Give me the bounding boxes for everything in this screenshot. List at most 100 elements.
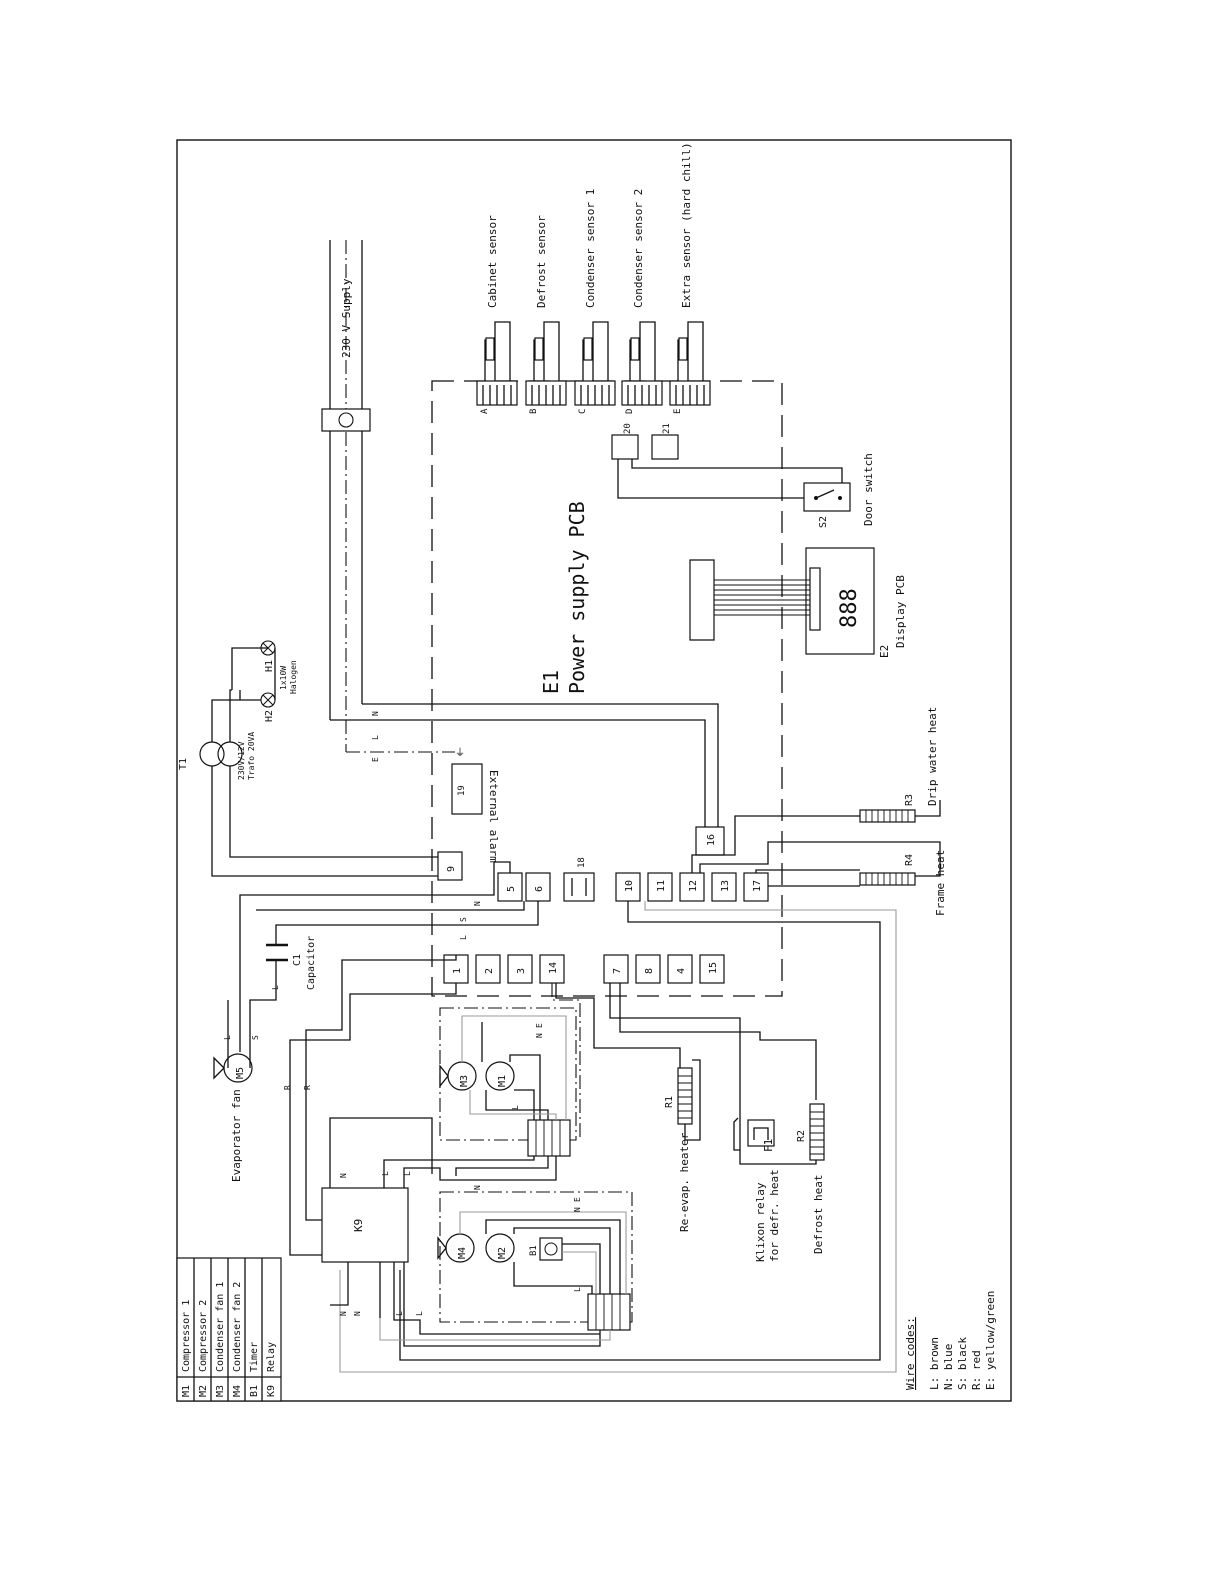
svg-text:Extra sensor (hard chill): Extra sensor (hard chill) bbox=[680, 142, 693, 308]
compressor-group-1: M3 M1 N E L bbox=[439, 1007, 577, 1157]
legend-row: M2 Compressor 2 bbox=[198, 1300, 209, 1397]
heater-r4: R4 Frame heat bbox=[699, 841, 947, 916]
heater-r2: R2 Defrost heat bbox=[796, 1103, 825, 1254]
capacitor: C1 Capacitor L bbox=[249, 901, 539, 1068]
svg-text:11: 11 bbox=[656, 880, 667, 892]
svg-text:M3: M3 bbox=[459, 1075, 470, 1087]
svg-text:M4: M4 bbox=[232, 1385, 243, 1397]
svg-text:M1: M1 bbox=[181, 1385, 192, 1397]
svg-text:E: E bbox=[673, 409, 683, 414]
svg-text:Cabinet sensor: Cabinet sensor bbox=[486, 215, 499, 308]
svg-text:R: R bbox=[283, 1085, 292, 1090]
display-digits: 888 bbox=[837, 588, 862, 628]
svg-text:L: L bbox=[459, 935, 468, 940]
svg-text:4: 4 bbox=[676, 968, 687, 974]
sensor-condenser-1: C Condenser sensor 1 bbox=[574, 189, 616, 414]
svg-text:R2: R2 bbox=[796, 1130, 807, 1142]
supply-lines: ⏚ 230 V Supply N L E bbox=[321, 240, 719, 828]
svg-text:C1: C1 bbox=[292, 954, 303, 966]
svg-text:Evaporator fan: Evaporator fan bbox=[230, 1089, 243, 1182]
svg-text:B1: B1 bbox=[249, 1385, 260, 1397]
svg-text:D: D bbox=[625, 409, 635, 414]
heater-r3: R3 Drip water heat bbox=[691, 707, 941, 873]
svg-text:N: N bbox=[353, 1311, 362, 1316]
svg-text:230V/12V: 230V/12V bbox=[237, 741, 246, 780]
svg-text:Display PCB: Display PCB bbox=[894, 575, 907, 648]
svg-text:9: 9 bbox=[446, 866, 457, 872]
svg-text:16: 16 bbox=[706, 834, 717, 846]
svg-text:Halogen: Halogen bbox=[289, 660, 298, 694]
svg-text:Trafo 20VA: Trafo 20VA bbox=[247, 732, 256, 780]
klixon-f1: F1 Klixon relay for defr. heat bbox=[733, 1117, 817, 1262]
svg-text:L: L bbox=[223, 1035, 232, 1040]
legend-table: M1 Compressor 1 M2 Compressor 2 M3 Conde… bbox=[176, 1257, 282, 1402]
svg-text:K9: K9 bbox=[352, 1219, 365, 1232]
svg-text:C: C bbox=[578, 409, 588, 414]
earth-symbol: ⏚ bbox=[455, 747, 465, 759]
svg-text:Frame heat: Frame heat bbox=[934, 850, 947, 916]
svg-text:S: S bbox=[251, 1035, 260, 1040]
svg-text:Re-evap. heater: Re-evap. heater bbox=[678, 1132, 691, 1232]
svg-text:E2: E2 bbox=[878, 645, 891, 658]
svg-text:2: 2 bbox=[484, 968, 495, 974]
sensor-group: A Cabinet sensor B Defrost sensor C Cond… bbox=[476, 142, 711, 414]
compressor-group-2: M4 M2 B1 N L N E bbox=[437, 1185, 633, 1331]
svg-text:1x10W: 1x10W bbox=[279, 666, 288, 690]
pcb-title: Power supply PCB bbox=[565, 501, 589, 694]
svg-text:T1: T1 bbox=[178, 758, 189, 770]
svg-text:Defrost heat: Defrost heat bbox=[812, 1175, 825, 1254]
sensor-cabinet: A Cabinet sensor bbox=[476, 215, 518, 414]
svg-text:N: N bbox=[535, 1033, 544, 1038]
drawing-frame bbox=[176, 139, 1012, 1402]
svg-text:N: N bbox=[339, 1311, 348, 1316]
svg-text:M3: M3 bbox=[215, 1385, 226, 1397]
svg-text:21: 21 bbox=[662, 423, 672, 434]
svg-text:Capacitor: Capacitor bbox=[306, 936, 317, 990]
svg-text:Compressor 1: Compressor 1 bbox=[181, 1300, 192, 1372]
svg-text:M5: M5 bbox=[235, 1067, 246, 1079]
svg-text:14: 14 bbox=[548, 962, 559, 974]
svg-text:8: 8 bbox=[644, 968, 655, 974]
svg-text:Timer: Timer bbox=[249, 1342, 260, 1372]
svg-text:20: 20 bbox=[623, 423, 633, 434]
svg-text:M2: M2 bbox=[497, 1247, 508, 1259]
svg-text:N: N bbox=[339, 1173, 348, 1178]
svg-text:S: S bbox=[459, 917, 468, 922]
svg-text:L: L bbox=[395, 1311, 404, 1316]
svg-text:18: 18 bbox=[577, 857, 587, 868]
legend-row: K9 Relay bbox=[266, 1342, 277, 1397]
svg-text:Klixon relay: Klixon relay bbox=[754, 1182, 767, 1262]
svg-text:Condenser sensor 2: Condenser sensor 2 bbox=[632, 189, 645, 308]
lamps: H1 H2 1x10W Halogen bbox=[231, 640, 298, 722]
svg-text:N: N bbox=[473, 1185, 482, 1190]
svg-text:L: brown: L: brown bbox=[928, 1337, 941, 1390]
svg-text:5: 5 bbox=[506, 886, 517, 892]
svg-text:L: L bbox=[573, 1287, 582, 1292]
svg-text:N: blue: N: blue bbox=[942, 1344, 955, 1390]
svg-text:S: black: S: black bbox=[956, 1337, 969, 1390]
lamp-h2: H2 bbox=[264, 710, 275, 722]
svg-text:R4: R4 bbox=[904, 854, 915, 866]
door-switch: 20 21 S2 Door switch bbox=[611, 423, 875, 528]
svg-text:A: A bbox=[480, 408, 490, 414]
svg-text:M1: M1 bbox=[497, 1075, 508, 1087]
wire-l-label: L bbox=[371, 735, 380, 740]
svg-text:for defr. heat: for defr. heat bbox=[768, 1169, 781, 1262]
legend-row: M4 Condenser fan 2 bbox=[232, 1282, 243, 1397]
relay-k9: K9 N L L N N L L bbox=[321, 1117, 600, 1335]
svg-text:N: N bbox=[473, 901, 482, 906]
svg-text:L: L bbox=[381, 1171, 390, 1176]
heater-r1: R1 Re-evap. heater bbox=[664, 1059, 701, 1232]
legend-row: M1 Compressor 1 bbox=[181, 1300, 192, 1397]
svg-text:Door switch: Door switch bbox=[862, 453, 875, 526]
svg-text:Defrost sensor: Defrost sensor bbox=[535, 215, 548, 308]
svg-text:7: 7 bbox=[612, 968, 623, 974]
evaporator-fan: N S L M5 L S Evaporator fan R R bbox=[213, 861, 525, 1182]
svg-text:1: 1 bbox=[452, 968, 463, 974]
svg-text:Compressor 2: Compressor 2 bbox=[198, 1300, 209, 1372]
terminal-row-lower: 1 2 3 14 7 8 4 15 bbox=[443, 954, 725, 984]
wire-codes: Wire codes: L: brown N: blue S: black R:… bbox=[904, 1291, 997, 1390]
svg-text:17: 17 bbox=[752, 880, 763, 892]
